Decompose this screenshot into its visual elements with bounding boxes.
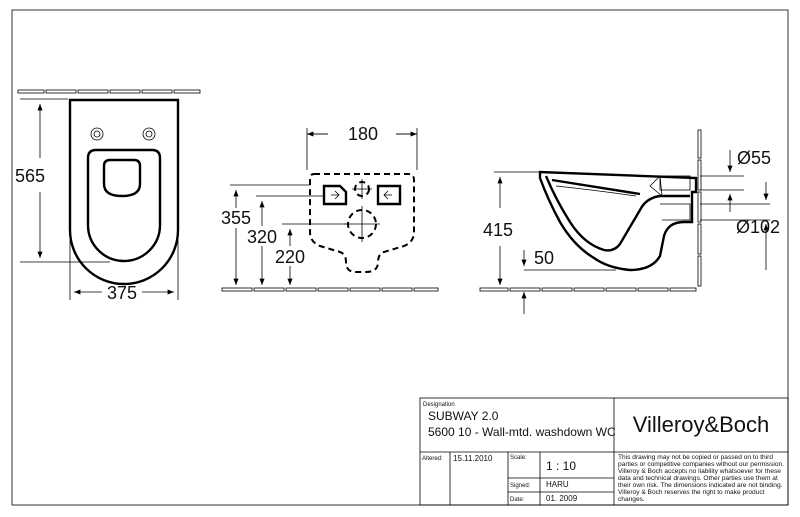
designation-label: Designation bbox=[423, 402, 455, 408]
svg-text:data and technical drawings. O: data and technical drawings. Other parti… bbox=[618, 475, 778, 482]
side-view: 415 50 Ø55 Ø102 bbox=[479, 129, 780, 314]
floor-line-rear-view bbox=[221, 287, 439, 292]
dim-diameter-102: Ø102 bbox=[736, 217, 780, 237]
dim-375: 375 bbox=[107, 283, 137, 303]
svg-text:parties or competitive compani: parties or competitive companies without… bbox=[618, 461, 784, 468]
fixing-bracket-right bbox=[376, 184, 402, 206]
page-frame bbox=[11, 9, 789, 506]
svg-text:Villeroy & Boch accepts no lia: Villeroy & Boch accepts no liability wha… bbox=[618, 468, 781, 475]
top-view: 565 375 bbox=[15, 89, 201, 303]
bowl-rim bbox=[86, 148, 162, 263]
rear-view: 180 355 320 220 bbox=[221, 124, 439, 292]
dim-220: 220 bbox=[275, 247, 305, 267]
dim-180: 180 bbox=[348, 124, 378, 144]
mounting-hole-left bbox=[90, 127, 104, 141]
svg-text:their own risk. The dimensions: their own risk. The dimensions indicated… bbox=[618, 482, 783, 489]
bowl-outline bbox=[68, 98, 180, 286]
signed-label: Signed: bbox=[510, 483, 531, 489]
fixing-bracket-left bbox=[322, 184, 348, 206]
side-outlet bbox=[660, 203, 691, 221]
side-inlet bbox=[659, 175, 691, 191]
floor-line-side-view bbox=[479, 287, 697, 292]
mounting-hole-right bbox=[142, 127, 156, 141]
rear-outline-dashed bbox=[309, 173, 415, 273]
dim-355: 355 bbox=[221, 208, 251, 228]
product-description: 5600 10 - Wall-mtd. washdown WC bbox=[428, 425, 616, 439]
disclaimer-text: This drawing may not be copied or passed… bbox=[618, 454, 784, 503]
date-label: Date: bbox=[510, 497, 525, 503]
dim-diameter-55: Ø55 bbox=[737, 148, 771, 168]
date-value: 01. 2009 bbox=[546, 494, 578, 503]
signed-value: HARU bbox=[546, 480, 569, 489]
dim-565: 565 bbox=[15, 166, 45, 186]
dim-320: 320 bbox=[247, 227, 277, 247]
dim-50: 50 bbox=[534, 248, 554, 268]
title-block: Designation SUBWAY 2.0 5600 10 - Wall-mt… bbox=[419, 397, 789, 506]
wall-line-side-view bbox=[697, 129, 702, 287]
scale-value: 1 : 10 bbox=[546, 459, 576, 473]
bowl-opening bbox=[102, 158, 142, 198]
svg-text:This drawing may not be copied: This drawing may not be copied or passed… bbox=[618, 454, 773, 461]
svg-text:Villeroy & Boch reserves the r: Villeroy & Boch reserves the right to ma… bbox=[618, 489, 765, 496]
brand-logo-text: Villeroy&Boch bbox=[633, 412, 770, 437]
dim-415: 415 bbox=[483, 220, 513, 240]
product-name: SUBWAY 2.0 bbox=[428, 409, 499, 423]
altered-label: Altered: bbox=[422, 456, 443, 462]
altered-value: 15.11.2010 bbox=[453, 454, 493, 463]
scale-label: Scale: bbox=[510, 455, 527, 461]
svg-text:changes.: changes. bbox=[618, 496, 645, 503]
wall-line-top-view bbox=[17, 89, 201, 94]
bowl-body bbox=[538, 170, 698, 272]
bowl-trap bbox=[544, 175, 690, 252]
